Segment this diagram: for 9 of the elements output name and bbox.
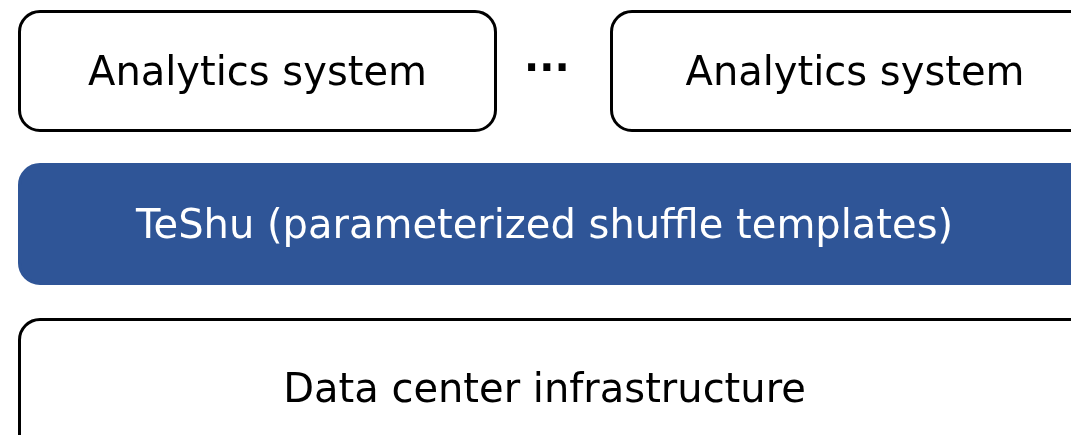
layer-band: [18, 163, 1071, 285]
layer-box: [18, 318, 1071, 435]
ellipsis-label: ···: [524, 44, 570, 90]
system-box: [18, 10, 497, 132]
box-label: Analytics system: [88, 48, 427, 94]
system-box: [610, 10, 1071, 132]
box-label: Analytics system: [685, 48, 1025, 94]
box-label: TeShu (parameterized shuffle templates): [135, 201, 954, 247]
box-label: Data center infrastructure: [283, 365, 806, 411]
